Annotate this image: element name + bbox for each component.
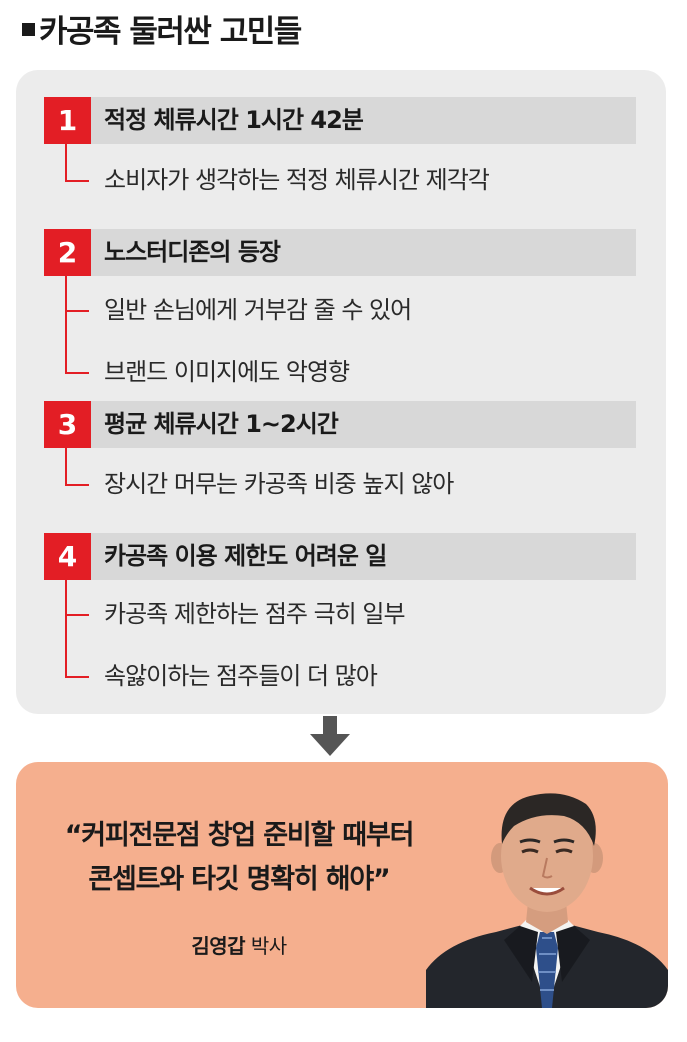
quote-line-2: 콘셉트와 타깃 명확히 해야”	[88, 864, 390, 895]
expert-quote-card: “커피전문점 창업 준비할 때부터 콘셉트와 타깃 명확히 해야” 김영갑 박사	[16, 762, 668, 1008]
tree-branch-line	[65, 180, 89, 182]
section-number-badge: 3	[44, 401, 91, 448]
section-header	[44, 533, 636, 580]
tree-branch-line	[65, 372, 89, 374]
list-item: 소비자가 생각하는 적정 체류시간 제각각	[104, 166, 490, 194]
list-item: 카공족 제한하는 점주 극히 일부	[104, 600, 406, 628]
portrait-photo	[426, 793, 668, 1008]
tree-connector-line	[65, 580, 67, 678]
section-header	[44, 229, 636, 276]
section-header	[44, 401, 636, 448]
list-item: 속앓이하는 점주들이 더 많아	[104, 662, 378, 690]
section-number-badge: 4	[44, 533, 91, 580]
list-item: 일반 손님에게 거부감 줄 수 있어	[104, 296, 412, 324]
speaker-name: 김영갑	[191, 934, 246, 958]
arrow-down-icon	[310, 716, 350, 756]
quote-attribution: 김영갑 박사	[16, 930, 462, 959]
section-heading: 노스터디존의 등장	[104, 238, 281, 266]
issues-panel	[16, 70, 666, 714]
page-title: 카공족 둘러싼 고민들	[22, 4, 302, 52]
list-item: 장시간 머무는 카공족 비중 높지 않아	[104, 470, 454, 498]
square-bullet-icon	[22, 22, 35, 36]
tree-branch-line	[65, 310, 89, 312]
section-heading: 카공족 이용 제한도 어려운 일	[104, 542, 387, 570]
section-header	[44, 97, 636, 144]
speaker-title: 박사	[245, 934, 287, 958]
quote-line-1: “커피전문점 창업 준비할 때부터	[64, 820, 415, 851]
quote-text: “커피전문점 창업 준비할 때부터 콘셉트와 타깃 명확히 해야”	[16, 814, 462, 902]
tree-connector-line	[65, 276, 67, 374]
section-heading: 평균 체류시간 1~2시간	[104, 410, 339, 438]
section-number-badge: 2	[44, 229, 91, 276]
list-item: 브랜드 이미지에도 악영향	[104, 358, 350, 386]
tree-connector-line	[65, 144, 67, 182]
section-number-badge: 1	[44, 97, 91, 144]
tree-connector-line	[65, 448, 67, 486]
page-title-text: 카공족 둘러싼 고민들	[39, 13, 302, 50]
tree-branch-line	[65, 676, 89, 678]
section-heading: 적정 체류시간 1시간 42분	[104, 106, 364, 134]
tree-branch-line	[65, 614, 89, 616]
tree-branch-line	[65, 484, 89, 486]
